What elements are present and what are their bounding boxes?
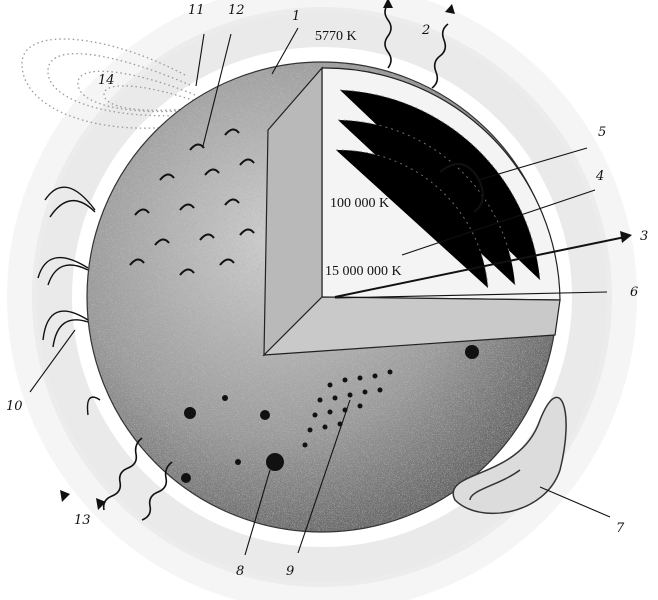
callout-12: 12 <box>228 3 245 18</box>
convective-temperature-label: 100 000 K <box>330 196 389 211</box>
core-temperature-label: 15 000 000 K <box>325 264 402 279</box>
callout-3: 3 <box>640 229 648 244</box>
callout-4: 4 <box>595 169 604 184</box>
energy-flow-arrow <box>334 231 632 298</box>
callout-1: 1 <box>292 9 300 24</box>
callout-14: 14 <box>98 73 115 88</box>
callout-6: 6 <box>630 285 638 300</box>
radiation-waves <box>102 3 449 521</box>
convection-arrow <box>439 163 484 213</box>
surface-temperature-label: 5770 K <box>315 29 357 44</box>
cutaway-interior <box>262 66 561 357</box>
callout-11: 11 <box>188 3 205 18</box>
callout-8: 8 <box>236 564 244 579</box>
leader-lines <box>29 27 611 556</box>
prominence <box>452 396 567 515</box>
sunspots <box>181 345 479 483</box>
callout-2: 2 <box>421 23 430 38</box>
callout-10: 10 <box>6 399 23 414</box>
granulation-cells <box>129 128 255 276</box>
callout-13: 13 <box>74 513 91 528</box>
spicules <box>37 186 101 416</box>
arrowheads <box>60 0 455 510</box>
corona <box>7 0 637 600</box>
magnetic-field-loops <box>21 38 199 129</box>
callout-7: 7 <box>616 521 625 536</box>
callout-5: 5 <box>598 125 606 140</box>
callout-9: 9 <box>286 564 294 579</box>
